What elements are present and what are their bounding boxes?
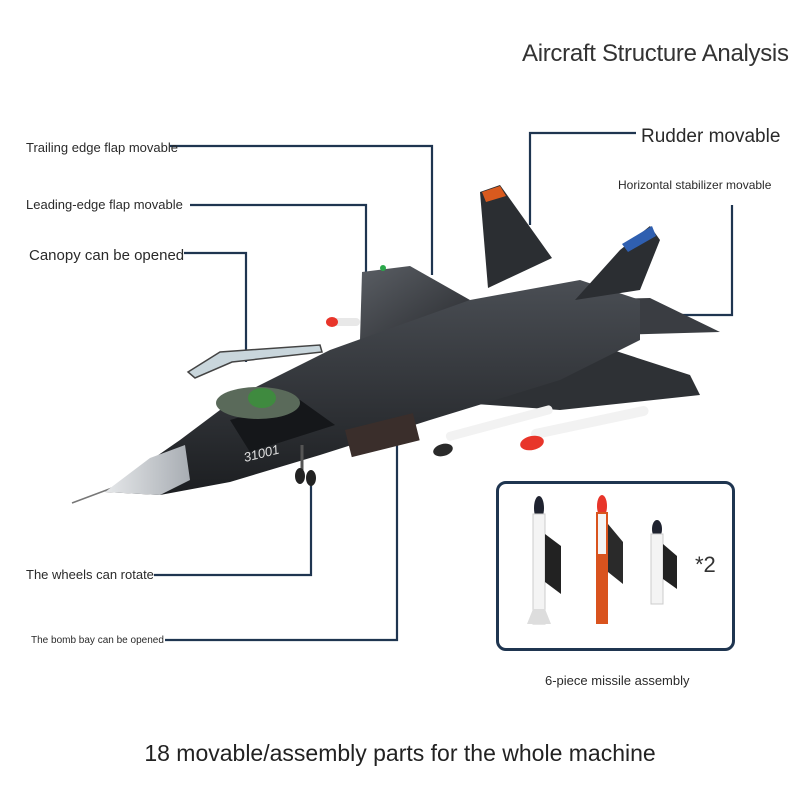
missile-short-white <box>650 520 677 605</box>
leader-line-bomb-bay <box>165 437 399 642</box>
label-horizontal-stabilizer: Horizontal stabilizer movable <box>618 178 772 192</box>
label-rudder: Rudder movable <box>641 126 781 147</box>
leader-line-horizontal-stabilizer <box>664 205 734 317</box>
bomb-bay <box>345 413 420 458</box>
label-leading-edge-flap: Leading-edge flap movable <box>26 197 183 212</box>
landing-gear <box>295 445 316 486</box>
nav-light <box>380 265 386 271</box>
label-trailing-edge-flap: Trailing edge flap movable <box>26 140 178 155</box>
missile-box-caption: 6-piece missile assembly <box>545 673 690 688</box>
fuselage <box>105 280 640 495</box>
pitot-tube <box>71 487 113 504</box>
tail-stripe <box>622 226 656 252</box>
underwing-missiles <box>326 317 649 457</box>
leader-line-canopy <box>184 251 248 362</box>
leader-line-rudder <box>528 131 636 225</box>
rudder-stripe <box>482 186 506 202</box>
missile-assembly-box: *2 <box>496 481 735 651</box>
nose-cone <box>105 445 190 495</box>
label-canopy: Canopy can be opened <box>29 247 185 264</box>
leader-line-wheels <box>154 478 313 577</box>
leader-line-trailing-edge-flap <box>170 144 434 275</box>
label-wheels: The wheels can rotate <box>26 567 154 582</box>
missile-parts-illustration <box>527 495 677 625</box>
canopy-opened <box>186 344 323 379</box>
page-title: Aircraft Structure Analysis <box>522 40 789 67</box>
vertical-tail-left <box>480 185 552 288</box>
leader-line-leading-edge-flap <box>190 203 368 285</box>
missile-orange-red-nose <box>596 495 623 624</box>
label-bomb-bay: The bomb bay can be opened <box>31 635 164 646</box>
missile-multiplier: *2 <box>695 552 716 577</box>
pilot-seat <box>248 388 276 408</box>
missile-white-dark-nose <box>527 496 561 625</box>
bottom-headline: 18 movable/assembly parts for the whole … <box>144 740 656 766</box>
